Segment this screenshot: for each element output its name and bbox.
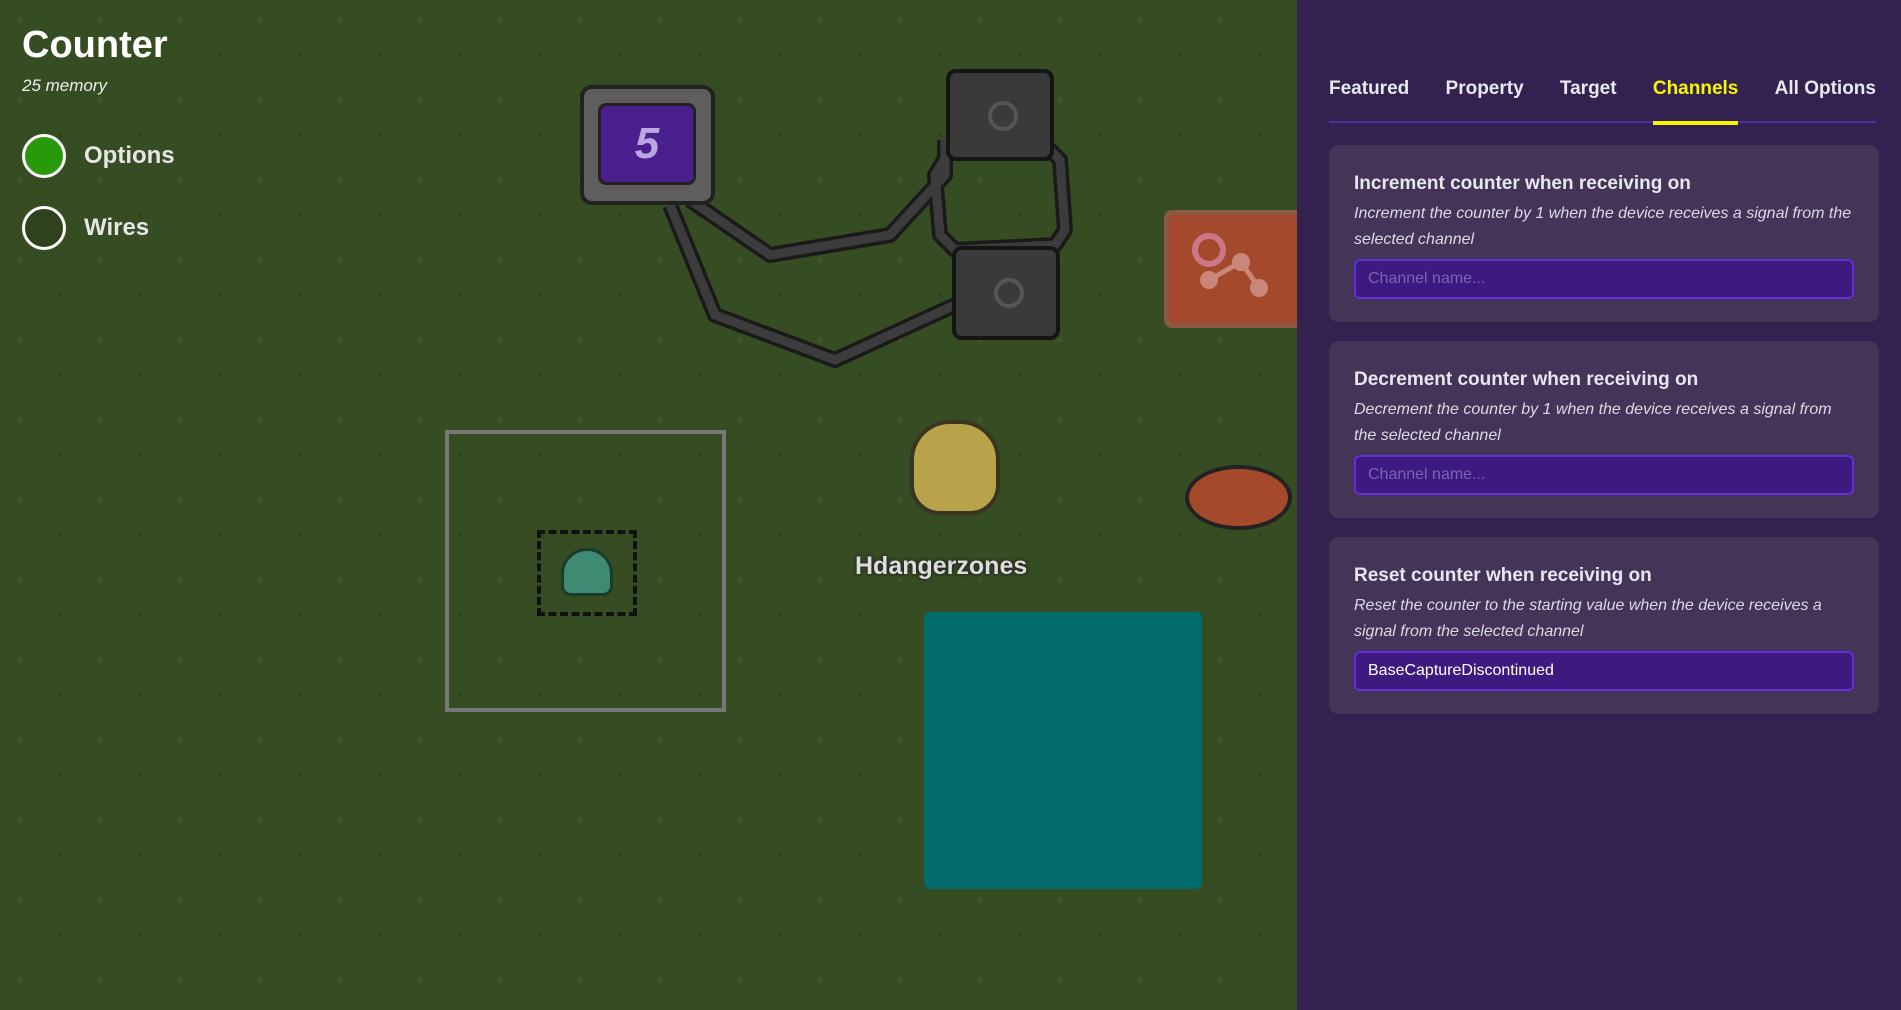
memory-cost: 25 memory: [22, 76, 108, 95]
route-icon: [1192, 233, 1268, 297]
player-character: [880, 400, 1030, 530]
wires-label: Wires: [84, 214, 150, 241]
relay-icon: [994, 278, 1024, 308]
options-label: Options: [84, 142, 175, 169]
options-panel: Featured Property Target Channels All Op…: [1297, 0, 1901, 1010]
radio-unselected-icon: [22, 206, 66, 250]
decrement-channel-section: Decrement counter when receiving on Decr…: [1329, 341, 1879, 518]
section-description: Increment the counter by 1 when the devi…: [1354, 205, 1852, 248]
increment-channel-section: Increment counter when receiving on Incr…: [1329, 145, 1879, 322]
water-tile[interactable]: [924, 612, 1202, 889]
reset-channel-input[interactable]: [1354, 651, 1854, 691]
options-mode-button[interactable]: Options: [22, 134, 175, 178]
tab-bar: Featured Property Target Channels All Op…: [1329, 76, 1876, 125]
relay-icon: [988, 101, 1018, 131]
player-name: Hdangerzones: [855, 552, 1028, 580]
section-title: Increment counter when receiving on: [1354, 173, 1691, 194]
spawn-pad[interactable]: [1185, 465, 1292, 530]
counter-device[interactable]: 5: [580, 85, 715, 205]
waypoint-marker[interactable]: [1164, 210, 1297, 328]
wires-mode-button[interactable]: Wires: [22, 206, 149, 250]
sentry-icon: [537, 530, 637, 616]
tab-target[interactable]: Target: [1559, 78, 1617, 99]
game-canvas[interactable]: 5 Hdangerzones Counter 25 memory Options…: [0, 0, 1297, 1010]
section-title: Reset counter when receiving on: [1354, 565, 1652, 586]
tab-all-options[interactable]: All Options: [1774, 78, 1876, 99]
counter-value: 5: [634, 119, 660, 168]
increment-channel-input[interactable]: [1354, 259, 1854, 299]
device-title: Counter: [22, 24, 168, 66]
section-description: Reset the counter to the starting value …: [1354, 597, 1822, 640]
section-description: Decrement the counter by 1 when the devi…: [1354, 401, 1832, 444]
radio-selected-icon: [22, 134, 66, 178]
tab-channels[interactable]: Channels: [1652, 76, 1738, 125]
tab-featured[interactable]: Featured: [1329, 78, 1410, 99]
section-title: Decrement counter when receiving on: [1354, 369, 1699, 390]
zone-device[interactable]: [445, 430, 726, 712]
tab-property[interactable]: Property: [1445, 78, 1524, 99]
decrement-channel-input[interactable]: [1354, 455, 1854, 495]
relay-device-2[interactable]: [952, 246, 1060, 340]
relay-device-1[interactable]: [946, 69, 1054, 161]
reset-channel-section: Reset counter when receiving on Reset th…: [1329, 537, 1879, 714]
